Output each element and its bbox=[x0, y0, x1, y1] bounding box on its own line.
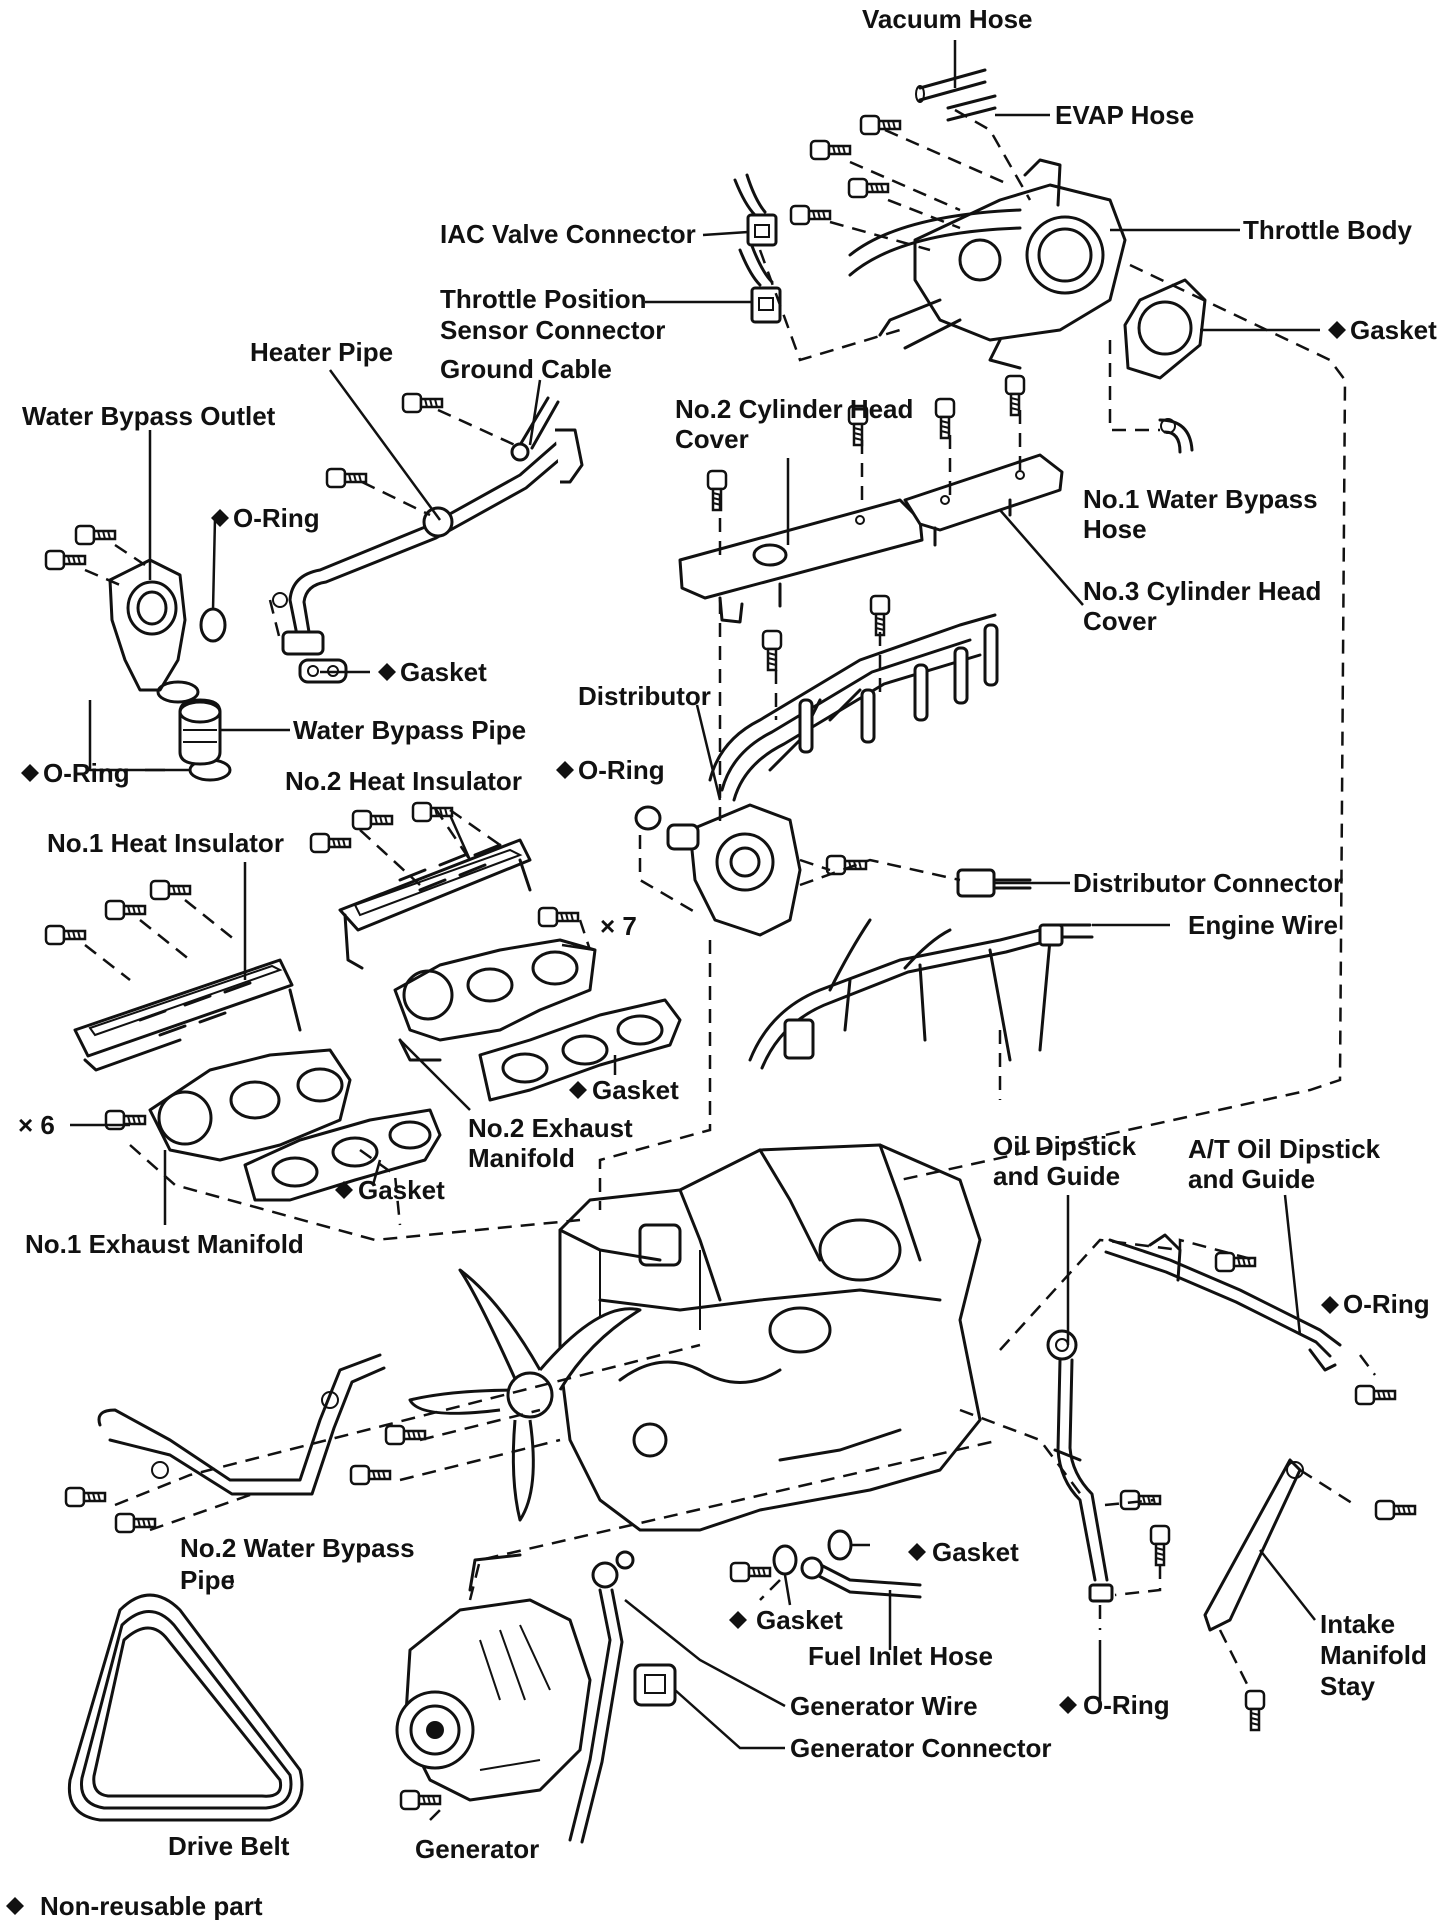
label-evap-hose: EVAP Hose bbox=[1055, 100, 1194, 130]
no1-water-bypass-hose-part bbox=[1158, 418, 1194, 454]
generator-part bbox=[395, 1553, 592, 1811]
no2-exhaust-manifold-part bbox=[393, 906, 597, 1062]
distributor-part bbox=[666, 594, 999, 937]
water-bypass-pipe-part bbox=[178, 698, 222, 766]
label-iac-valve-connector: IAC Valve Connector bbox=[440, 219, 696, 249]
label-generator-connector: Generator Connector bbox=[790, 1733, 1052, 1763]
label-times-6: × 6 bbox=[18, 1110, 55, 1140]
label-no3-cyl-head-cover-2: Cover bbox=[1083, 606, 1157, 636]
intake-manifold-stay-part bbox=[1203, 1458, 1417, 1732]
leader-lines bbox=[70, 40, 1320, 1750]
throttle-gasket-part bbox=[1123, 278, 1207, 380]
label-tps-connector-1: Throttle Position bbox=[440, 284, 647, 314]
label-no1-water-bypass-hose-1: No.1 Water Bypass bbox=[1083, 484, 1318, 514]
label-o-ring-at-dipstick: O-Ring bbox=[1343, 1289, 1430, 1319]
no1-exhaust-gasket-part bbox=[243, 1108, 442, 1202]
engine-wire-part bbox=[748, 918, 1094, 1070]
throttle-body-part bbox=[789, 114, 1127, 370]
label-no1-water-bypass-hose-2: Hose bbox=[1083, 514, 1147, 544]
label-engine-wire: Engine Wire bbox=[1188, 910, 1338, 940]
engine-block-part bbox=[558, 1143, 982, 1532]
label-tps-connector-2: Sensor Connector bbox=[440, 315, 665, 345]
label-distributor-connector: Distributor Connector bbox=[1073, 868, 1343, 898]
label-no1-exhaust-gasket: Gasket bbox=[358, 1175, 445, 1205]
label-o-ring-oil-dipstick: O-Ring bbox=[1083, 1690, 1170, 1720]
label-no3-cyl-head-cover-1: No.3 Cylinder Head bbox=[1083, 576, 1321, 606]
label-heater-gasket: Gasket bbox=[400, 657, 487, 687]
label-no2-water-bypass-pipe-2: Pipe bbox=[180, 1565, 235, 1595]
assembly-dashed-lines bbox=[84, 108, 1376, 1821]
callout-labels: Vacuum Hose EVAP Hose IAC Valve Connecto… bbox=[18, 4, 1437, 1864]
water-bypass-outlet-part bbox=[44, 524, 187, 692]
iac-valve-connector-part bbox=[733, 173, 778, 247]
label-o-ring-distributor: O-Ring bbox=[578, 755, 665, 785]
label-throttle-body: Throttle Body bbox=[1243, 215, 1413, 245]
label-oil-dipstick-1: Oil Dipstick bbox=[993, 1131, 1137, 1161]
label-at-oil-dipstick-1: A/T Oil Dipstick bbox=[1188, 1134, 1381, 1164]
label-intake-manifold-stay-3: Stay bbox=[1320, 1671, 1375, 1701]
no3-cylinder-head-cover-part bbox=[903, 374, 1064, 547]
drive-belt-part bbox=[67, 1593, 304, 1822]
label-generator: Generator bbox=[415, 1834, 539, 1864]
label-at-oil-dipstick-2: and Guide bbox=[1188, 1164, 1315, 1194]
label-fuel-inlet-hose: Fuel Inlet Hose bbox=[808, 1641, 993, 1671]
label-distributor: Distributor bbox=[578, 681, 711, 711]
heater-pipe-part bbox=[272, 392, 584, 656]
label-intake-manifold-stay-1: Intake bbox=[1320, 1609, 1395, 1639]
ground-cable-part bbox=[510, 396, 560, 462]
no1-exhaust-manifold-part bbox=[104, 1048, 352, 1162]
label-water-bypass-outlet: Water Bypass Outlet bbox=[22, 401, 276, 431]
label-fuel-gasket-1: Gasket bbox=[932, 1537, 1019, 1567]
no1-heat-insulator-part bbox=[44, 879, 302, 1072]
legend-text: Non-reusable part bbox=[40, 1891, 263, 1920]
vacuum-hose-part bbox=[915, 68, 997, 122]
at-oil-dipstick-part bbox=[1104, 1233, 1397, 1406]
fuel-inlet-hose-part bbox=[729, 1529, 922, 1599]
no2-cylinder-head-cover-part bbox=[678, 404, 924, 624]
label-times-7: × 7 bbox=[600, 911, 637, 941]
no2-exhaust-gasket-part bbox=[478, 998, 682, 1102]
label-no2-exhaust-manifold-2: Manifold bbox=[468, 1143, 575, 1173]
label-intake-manifold-stay-2: Manifold bbox=[1320, 1640, 1427, 1670]
label-no2-exhaust-gasket: Gasket bbox=[592, 1075, 679, 1105]
label-water-bypass-pipe: Water Bypass Pipe bbox=[293, 715, 526, 745]
label-o-ring-outlet: O-Ring bbox=[233, 503, 320, 533]
label-fuel-gasket-2: Gasket bbox=[756, 1605, 843, 1635]
label-no2-cyl-head-cover-2: Cover bbox=[675, 424, 749, 454]
label-generator-wire: Generator Wire bbox=[790, 1691, 978, 1721]
label-drive-belt: Drive Belt bbox=[168, 1831, 290, 1861]
label-no2-water-bypass-pipe-1: No.2 Water Bypass bbox=[180, 1533, 415, 1563]
label-heater-pipe: Heater Pipe bbox=[250, 337, 393, 367]
generator-wire-part bbox=[568, 1550, 677, 1844]
label-oil-dipstick-2: and Guide bbox=[993, 1161, 1120, 1191]
label-throttle-gasket: Gasket bbox=[1350, 315, 1437, 345]
tps-connector-part bbox=[738, 244, 782, 324]
label-no2-cyl-head-cover-1: No.2 Cylinder Head bbox=[675, 394, 913, 424]
label-no2-exhaust-manifold-1: No.2 Exhaust bbox=[468, 1113, 633, 1143]
no2-heat-insulator-part bbox=[309, 801, 532, 970]
label-vacuum-hose: Vacuum Hose bbox=[862, 4, 1033, 34]
distributor-connector-part bbox=[956, 868, 1032, 898]
label-ground-cable: Ground Cable bbox=[440, 354, 612, 384]
legend: Non-reusable part bbox=[40, 1891, 263, 1920]
no2-water-bypass-pipe-part bbox=[64, 1353, 427, 1534]
label-o-ring-pipe: O-Ring bbox=[43, 758, 130, 788]
label-no2-heat-insulator: No.2 Heat Insulator bbox=[285, 766, 522, 796]
label-no1-heat-insulator: No.1 Heat Insulator bbox=[47, 828, 284, 858]
label-no1-exhaust-manifold: No.1 Exhaust Manifold bbox=[25, 1229, 304, 1259]
fan-part bbox=[408, 1268, 642, 1522]
oil-dipstick-part bbox=[1046, 1329, 1171, 1603]
